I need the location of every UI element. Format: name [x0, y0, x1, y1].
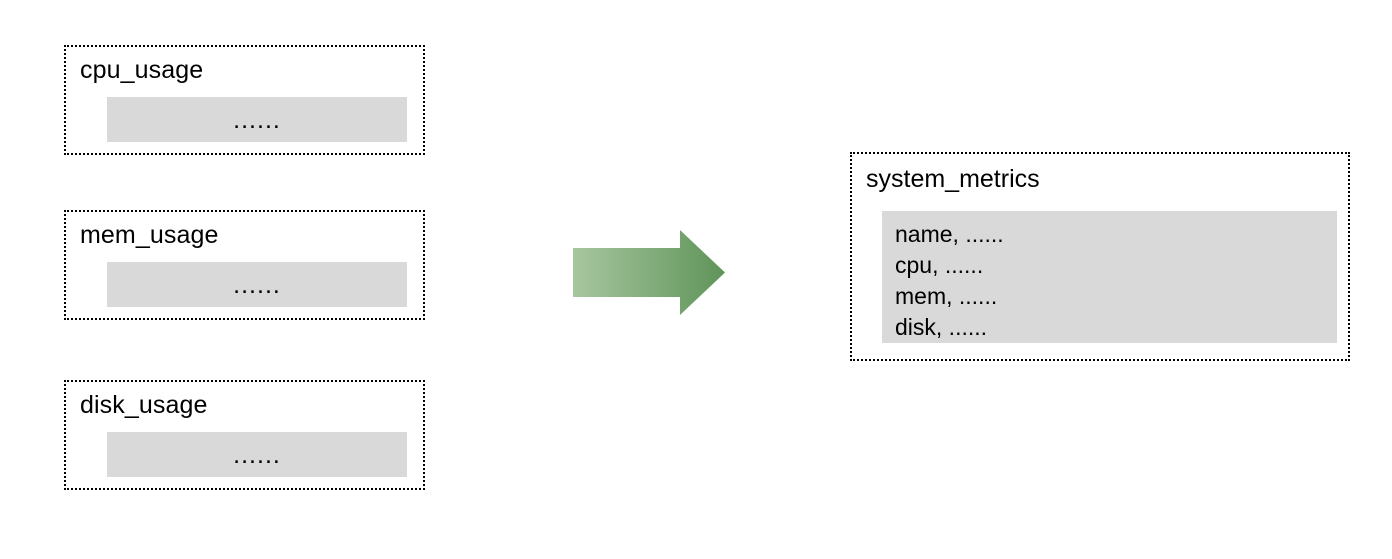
- source-card-disk-usage[interactable]: disk_usage ......: [64, 380, 425, 490]
- source-card-title: mem_usage: [80, 221, 219, 249]
- source-card-body: ......: [107, 262, 407, 307]
- source-card-title: cpu_usage: [80, 56, 204, 84]
- source-card-ellipsis: ......: [233, 105, 281, 134]
- source-card-body: ......: [107, 432, 407, 477]
- target-card-title: system_metrics: [866, 165, 1040, 193]
- target-row: disk, ......: [895, 314, 988, 340]
- right-arrow-icon: [573, 230, 725, 315]
- target-row: name, ......: [895, 221, 1004, 247]
- source-card-ellipsis: ......: [233, 270, 281, 299]
- source-card-mem-usage[interactable]: mem_usage ......: [64, 210, 425, 320]
- target-row: mem, ......: [895, 283, 998, 309]
- target-card-body: name, ...... cpu, ...... mem, ...... dis…: [882, 211, 1337, 343]
- source-card-title: disk_usage: [80, 391, 208, 419]
- target-row: cpu, ......: [895, 252, 984, 278]
- target-card-system-metrics[interactable]: system_metrics name, ...... cpu, ...... …: [850, 152, 1350, 361]
- source-card-cpu-usage[interactable]: cpu_usage ......: [64, 45, 425, 155]
- source-card-body: ......: [107, 97, 407, 142]
- source-card-ellipsis: ......: [233, 440, 281, 469]
